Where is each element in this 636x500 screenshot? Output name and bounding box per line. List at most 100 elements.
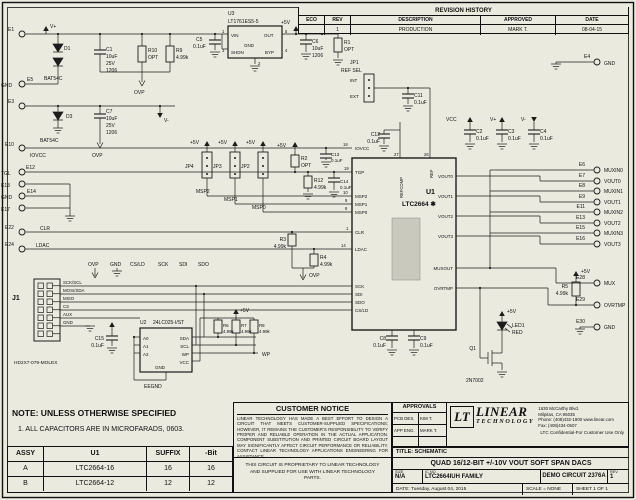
label-ref: REF bbox=[429, 169, 434, 178]
label-vout1: VOUT1 bbox=[604, 200, 621, 206]
junction-dot bbox=[132, 335, 136, 339]
customer-notice-body: LINEAR TECHNOLOGY HAS MADE A BEST EFFORT… bbox=[237, 416, 388, 459]
rev-approved: MARK T. bbox=[481, 25, 556, 35]
revision-row: 1 PRODUCTION MARK T. 08-04-15 bbox=[299, 25, 628, 35]
ovp-arrow bbox=[96, 142, 101, 149]
junction-dot bbox=[312, 247, 316, 251]
label-10uf: 10uF bbox=[106, 54, 117, 60]
label-r6: R6 bbox=[223, 323, 229, 328]
schematic-main-title: QUAD 16/12-BIT +/-10V VOUT SOFT SPAN DAC… bbox=[393, 458, 629, 470]
label-v-: V- bbox=[521, 117, 526, 123]
power-arrow-up bbox=[293, 26, 299, 31]
label-4.99k: 4.99k bbox=[274, 244, 287, 250]
resistor-body bbox=[303, 175, 313, 189]
resistor-body bbox=[165, 45, 175, 63]
resistor-body bbox=[287, 233, 297, 247]
label-gnd: GND bbox=[63, 320, 73, 325]
junction-dot bbox=[293, 170, 297, 174]
label-10uf: 10uF bbox=[106, 116, 117, 122]
label-4.99k: 4.99k bbox=[556, 291, 569, 297]
turret-terminal bbox=[593, 219, 601, 227]
asm-b-suffix: 12 bbox=[147, 477, 190, 491]
label-c13: C13 bbox=[331, 152, 340, 157]
note-line-1: 1. ALL CAPACITORS ARE IN MICROFARADS, 06… bbox=[18, 426, 184, 433]
vendor-box: LT LINEAR TECHNOLOGY 1630 McCarthy Blvd.… bbox=[446, 402, 629, 447]
label-2n7002: 2N7002 bbox=[466, 378, 484, 384]
power-arrow-up bbox=[43, 26, 49, 31]
junction-dot bbox=[158, 104, 162, 108]
label-msp1: MSP1 bbox=[355, 202, 368, 207]
label-sck: SCK bbox=[158, 262, 169, 268]
j1-pin bbox=[46, 282, 53, 289]
label-gnd: GND bbox=[604, 325, 616, 331]
vendor-name: LINEAR TECHNOLOGY bbox=[476, 404, 534, 429]
label-cs-ld: CS/LD bbox=[355, 308, 369, 313]
label-gnd: GND bbox=[244, 43, 255, 48]
j1-pin bbox=[46, 322, 53, 329]
label-4: 4 bbox=[285, 48, 288, 53]
turret-terminal bbox=[18, 245, 26, 253]
label-e30: E30 bbox=[576, 319, 585, 325]
rev-number: 1 bbox=[325, 25, 351, 35]
label-1206: 1206 bbox=[106, 130, 117, 136]
approval-row-blank bbox=[393, 437, 446, 448]
header-pin bbox=[206, 173, 208, 175]
asm-b-bit: 12 bbox=[207, 480, 215, 487]
label-d1: D1 bbox=[64, 46, 71, 52]
label-1: 1 bbox=[346, 226, 349, 231]
asm-a-bit: 16 bbox=[190, 462, 232, 477]
label-4.99k: 4.99k bbox=[223, 329, 235, 334]
diode-d3 bbox=[52, 111, 64, 121]
label-e11: E11 bbox=[576, 204, 585, 210]
label-sdo: SDO bbox=[355, 300, 365, 305]
label-v+: V+ bbox=[50, 24, 56, 30]
approval-pcb-label: PCB DES. bbox=[393, 413, 419, 424]
size-cell: SIZE N/A bbox=[393, 470, 423, 483]
label-cs-ld: CS/LD bbox=[130, 262, 145, 268]
asm-a-suffix: 16 bbox=[147, 462, 190, 477]
label-e5: E5 bbox=[27, 77, 33, 83]
asm-col-bit: -Bit bbox=[190, 447, 232, 462]
label-clr: CLR bbox=[40, 226, 50, 232]
vendor-name-linear: LINEAR bbox=[476, 404, 528, 419]
date-value: Tuesday, August 04, 2015 bbox=[411, 487, 467, 492]
j1-pin bbox=[46, 314, 53, 321]
turret-terminal bbox=[18, 144, 26, 152]
sheet-value: 1 OF 1 bbox=[593, 487, 608, 492]
vendor-address-line2: Milpitas, CA 95035 bbox=[538, 411, 575, 417]
turret-terminal bbox=[593, 177, 601, 185]
label-msp1: MSP1 bbox=[224, 197, 238, 203]
label-3: 3 bbox=[222, 48, 225, 53]
resistor-body bbox=[249, 319, 259, 334]
label-e13: E13 bbox=[1, 183, 10, 189]
label-hd2x7-079-molex: HD2X7-079-MOLEX bbox=[14, 360, 58, 366]
label-8: 8 bbox=[345, 206, 348, 211]
j1-pin bbox=[46, 306, 53, 313]
header-pin bbox=[206, 157, 208, 159]
size-value: N/A bbox=[395, 474, 406, 480]
label-e28: E28 bbox=[576, 275, 585, 281]
power-arrow-up bbox=[499, 117, 505, 122]
label-gnd: GND bbox=[1, 195, 13, 201]
junction-dot bbox=[140, 32, 144, 36]
junction-dot bbox=[168, 32, 172, 36]
header-pin bbox=[368, 79, 370, 81]
rev-date: 08-04-15 bbox=[581, 27, 602, 33]
j1-pin bbox=[37, 306, 44, 313]
label-opt: OPT bbox=[148, 55, 158, 61]
label-opt: OPT bbox=[344, 47, 354, 53]
label-r3: R3 bbox=[280, 237, 287, 243]
turret-terminal bbox=[18, 204, 26, 212]
asm-col-u1: U1 bbox=[44, 447, 147, 462]
junction-dot bbox=[574, 303, 578, 307]
assembly-table: ASSY U1 SUFFIX -Bit A LTC2664-16 16 16 B… bbox=[7, 446, 233, 493]
j1-pin bbox=[46, 298, 53, 305]
led1-symbol bbox=[496, 321, 513, 333]
header-pin bbox=[234, 157, 236, 159]
junction-dot bbox=[324, 146, 328, 150]
ovp-arrow bbox=[99, 142, 104, 149]
approval-blank-label bbox=[393, 437, 419, 448]
label-msp0: MSP0 bbox=[355, 210, 368, 215]
power-arrow-up bbox=[233, 309, 239, 314]
